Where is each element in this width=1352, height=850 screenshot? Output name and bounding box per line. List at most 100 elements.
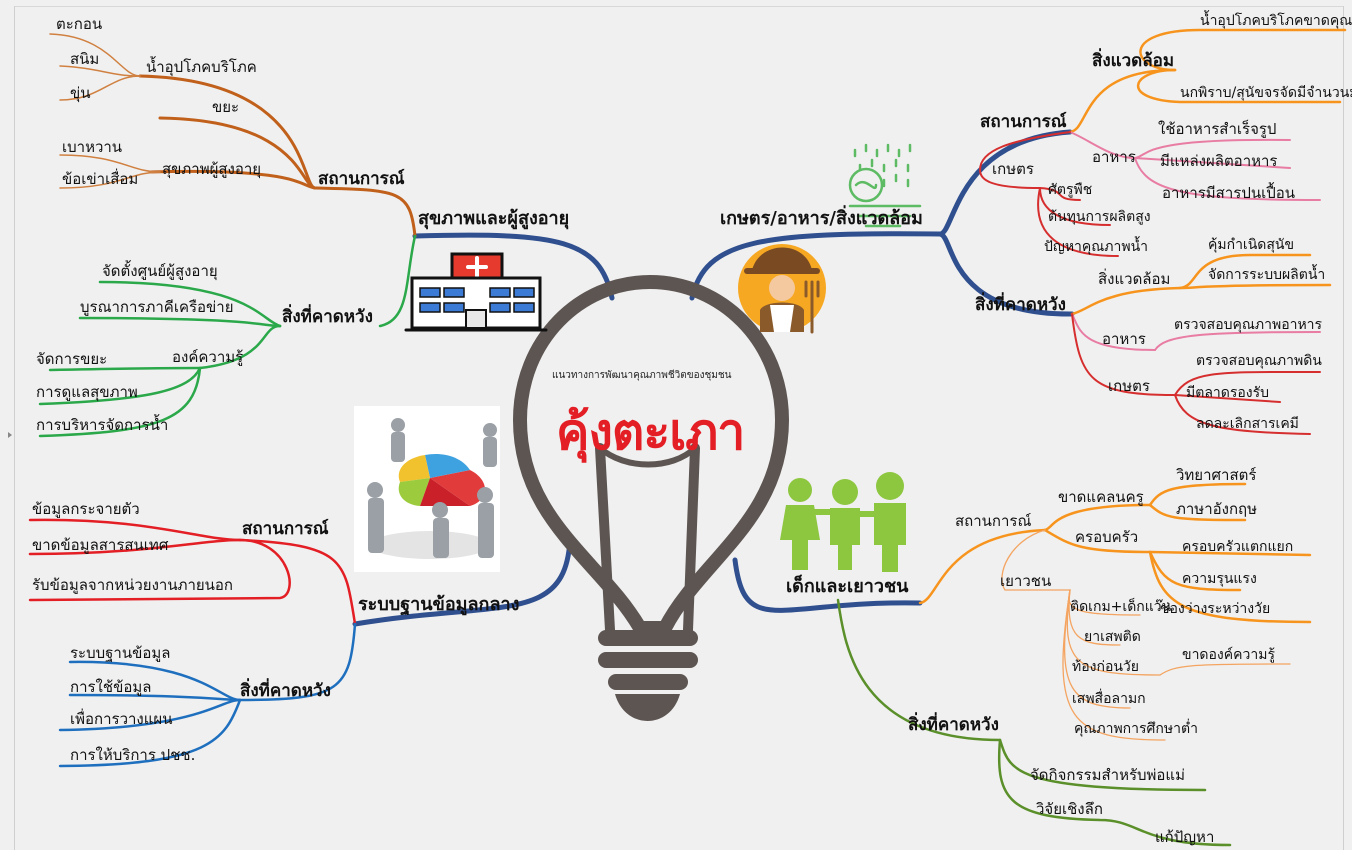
agri-food-item[interactable]: ใช้อาหารสำเร็จรูป — [1158, 120, 1277, 138]
agri-exp-food[interactable]: อาหาร — [1102, 330, 1146, 348]
health-expected-item[interactable]: จัดตั้งศูนย์ผู้สูงอายุ — [102, 262, 218, 280]
data-situation-item[interactable]: ข้อมูลกระจายตัว — [32, 500, 140, 518]
youth-teen-item[interactable]: คุณภาพการศึกษาต่ำ — [1074, 721, 1198, 737]
agri-exp-farm[interactable]: เกษตร — [1108, 377, 1150, 395]
data-situation-lines — [28, 518, 357, 626]
agri-farm-item[interactable]: ปัญหาคุณภาพน้ำ — [1044, 239, 1149, 255]
agri-exp-farm-item[interactable]: ตรวจสอบคุณภาพดิน — [1196, 353, 1322, 369]
agri-exp-env-item[interactable]: จัดการระบบผลิตน้ำ — [1208, 267, 1326, 283]
data-expected-lines — [58, 622, 357, 768]
agri-exp-farm-item[interactable]: ลดละเลิกสารเคมี — [1196, 416, 1299, 432]
health-elderly-item[interactable]: เบาหวาน — [62, 138, 123, 156]
health-expected[interactable]: สิ่งที่คาดหวัง — [282, 307, 373, 327]
youth-expected-item[interactable]: จัดกิจกรรมสำหรับพ่อแม่ — [1030, 766, 1185, 784]
youth-family-item[interactable]: ช่องว่างระหว่างวัย — [1160, 601, 1271, 617]
youth-teacher-item[interactable]: ภาษาอังกฤษ — [1176, 500, 1258, 518]
health-water[interactable]: น้ำอุปโภคบริโภค — [146, 58, 257, 76]
health-expected-lines — [38, 234, 417, 438]
main-branches — [352, 129, 1075, 627]
youth-teen-extra[interactable]: ขาดองค์ความรู้ — [1182, 647, 1275, 663]
health-elderly-item[interactable]: ข้อเข่าเสื่อม — [62, 170, 139, 188]
health-situation[interactable]: สถานการณ์ — [318, 169, 405, 189]
lightbulb-icon — [513, 275, 789, 721]
youth-family-item[interactable]: ครอบครัวแตกแยก — [1182, 539, 1294, 555]
agri-env-item[interactable]: นกพิราบ/สุนัขจรจัดมีจำนวนมาก — [1180, 85, 1352, 101]
branch-agri-expect — [937, 231, 1075, 317]
health-water-item[interactable]: ตะกอน — [56, 15, 103, 33]
branch-agri — [689, 129, 1073, 301]
youth-expected-item[interactable]: วิจัยเชิงลึก — [1036, 800, 1103, 818]
frame-top — [14, 6, 1344, 7]
health-elderly[interactable]: สุขภาพผู้สูงอายุ — [162, 160, 262, 178]
data-expected-item[interactable]: การใช้ข้อมูล — [70, 678, 152, 696]
health-water-item[interactable]: สนิม — [70, 50, 100, 68]
hospital-icon — [404, 252, 548, 332]
youth-family-item[interactable]: ความรุนแรง — [1182, 571, 1257, 587]
agri-exp-env-item[interactable]: คุ้มกำเนิดสุนัข — [1208, 237, 1295, 253]
agri-food-lines — [1069, 131, 1321, 351]
agri-env[interactable]: สิ่งแวดล้อม — [1092, 51, 1175, 71]
health-garbage[interactable]: ขยะ — [212, 98, 240, 116]
youth-teen-item[interactable]: เสพสื่อลามก — [1072, 691, 1146, 707]
youth-teen-lines — [1001, 529, 1291, 741]
agri-food[interactable]: อาหาร — [1092, 148, 1136, 166]
youth-teen-item[interactable]: ยาเสพติด — [1084, 629, 1141, 645]
health-knowledge-item[interactable]: การดูแลสุขภาพ — [36, 383, 138, 401]
data-situation[interactable]: สถานการณ์ — [242, 519, 329, 539]
youth-teen-item[interactable]: ติดเกม+เด็กแว๊น — [1070, 599, 1172, 615]
health-knowledge[interactable]: องค์ความรู้ — [172, 348, 244, 366]
youth-teen[interactable]: เยาวชน — [1000, 572, 1052, 590]
youth-teacher-item[interactable]: วิทยาศาสตร์ — [1176, 466, 1257, 484]
health-knowledge-item[interactable]: การบริหารจัดการน้ำ — [36, 416, 169, 434]
children-icon — [780, 472, 906, 572]
frame-left — [14, 6, 15, 850]
agri-env-item[interactable]: น้ำอุปโภคบริโภคขาดคุณภาพ — [1200, 13, 1352, 29]
youth-situation[interactable]: สถานการณ์ — [955, 512, 1032, 530]
agri-farm-item[interactable]: ศัตรูพืช — [1048, 182, 1093, 198]
agri-exp-farm-item[interactable]: มีตลาดรองรับ — [1186, 385, 1270, 401]
data-expected-item[interactable]: ระบบฐานข้อมูล — [70, 644, 171, 662]
agri-situation[interactable]: สถานการณ์ — [980, 112, 1067, 132]
agri-env-lines — [1068, 28, 1347, 316]
health-situation-lines — [138, 74, 417, 238]
topic-health[interactable]: สุขภาพและผู้สูงอายุ — [418, 208, 570, 229]
branch-youth — [732, 557, 923, 613]
agri-exp-env[interactable]: สิ่งแวดล้อม — [1098, 270, 1171, 288]
health-leaf-lines — [49, 33, 161, 189]
teamwork-pie-icon — [354, 406, 500, 572]
data-situation-item[interactable]: รับข้อมูลจากหน่วยงานภายนอก — [32, 576, 234, 594]
agri-expected[interactable]: สิ่งที่คาดหวัง — [975, 295, 1066, 315]
topic-youth[interactable]: เด็กและเยาวชน — [786, 576, 909, 597]
topic-agri[interactable]: เกษตร/อาหาร/สิ่งแวดล้อม — [720, 208, 923, 229]
center-title: คุ้งตะเภา — [556, 403, 745, 461]
data-situation-item[interactable]: ขาดข้อมูลสารสนเทศ — [32, 536, 169, 554]
data-expected-item[interactable]: เพื่อการวางแผน — [70, 710, 173, 728]
agri-food-item[interactable]: มีแหล่งผลิตอาหาร — [1160, 152, 1278, 170]
frame-right — [1343, 6, 1344, 850]
youth-situation-lines — [918, 482, 1312, 624]
health-knowledge-item[interactable]: จัดการขยะ — [36, 350, 108, 368]
agri-farm-item[interactable]: ต้นทุนการผลิตสูง — [1048, 209, 1151, 225]
youth-teacher[interactable]: ขาดแคลนครู — [1058, 488, 1144, 506]
youth-expected-lines — [836, 598, 1232, 847]
branch-data — [352, 537, 573, 627]
agri-farm-lines — [978, 131, 1321, 435]
agri-exp-food-item[interactable]: ตรวจสอบคุณภาพอาหาร — [1174, 317, 1323, 333]
youth-teen-item[interactable]: ท้องก่อนวัย — [1072, 659, 1139, 675]
center-subtitle: แนวทางการพัฒนาคุณภาพชีวิตของชุมชน — [552, 370, 732, 381]
branch-health — [412, 232, 615, 301]
agri-farm[interactable]: เกษตร — [992, 160, 1034, 178]
data-expected[interactable]: สิ่งที่คาดหวัง — [240, 681, 331, 701]
health-water-item[interactable]: ขุ่น — [70, 84, 91, 102]
salad-icon — [848, 143, 922, 228]
farmer-icon — [738, 244, 826, 334]
data-expected-item[interactable]: การให้บริการ ปชช. — [70, 746, 196, 764]
health-expected-item[interactable]: บูรณาการภาคีเครือข่าย — [80, 298, 234, 316]
topic-data[interactable]: ระบบฐานข้อมูลกลาง — [358, 594, 520, 615]
expand-arrow-icon[interactable] — [8, 432, 12, 438]
agri-food-item[interactable]: อาหารมีสารปนเปื้อน — [1162, 184, 1296, 202]
youth-expected-item[interactable]: แก้ปัญหา — [1155, 828, 1215, 846]
youth-expected[interactable]: สิ่งที่คาดหวัง — [908, 715, 999, 735]
youth-family[interactable]: ครอบครัว — [1075, 528, 1139, 546]
